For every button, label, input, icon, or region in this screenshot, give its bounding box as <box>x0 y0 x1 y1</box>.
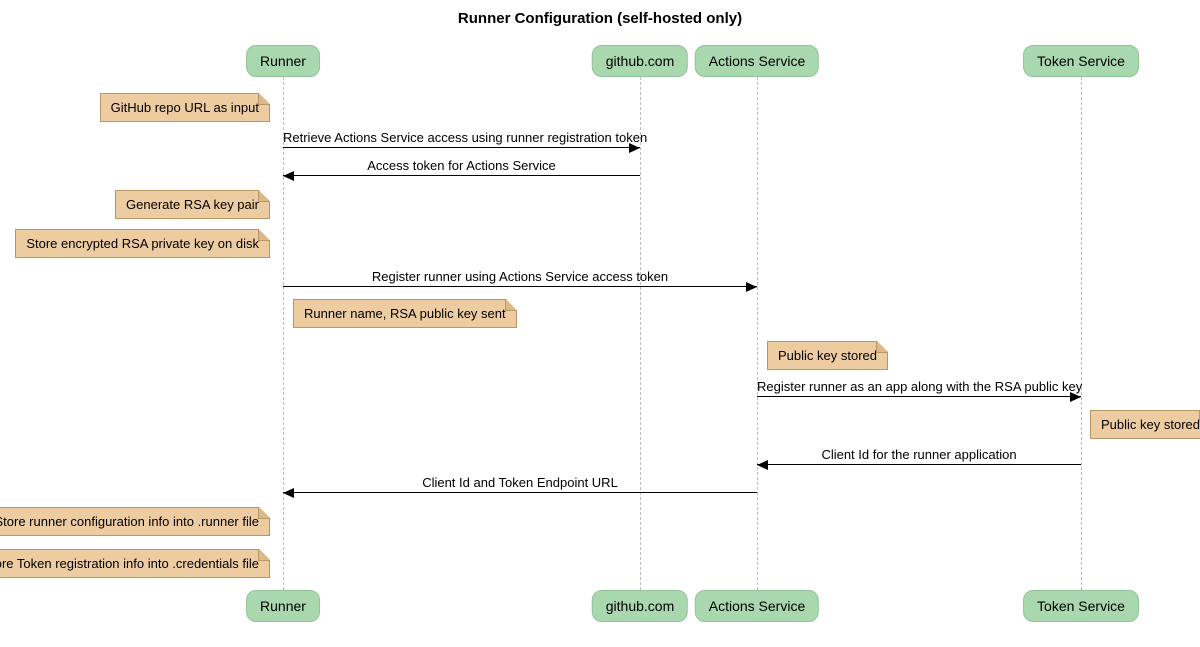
arrowhead-left-icon <box>283 171 294 181</box>
note-generate-rsa: Generate RSA key pair <box>115 190 270 219</box>
lifeline-token-service <box>1081 77 1082 590</box>
participant-actions-service-top: Actions Service <box>694 45 820 77</box>
message-line <box>283 147 640 148</box>
note-store-credentials-file: Store Token registration info into .cred… <box>0 549 270 578</box>
message-line <box>283 492 757 493</box>
participant-runner-top: Runner <box>246 45 320 77</box>
arrowhead-right-icon <box>629 143 640 153</box>
arrowhead-right-icon <box>1070 392 1081 402</box>
note-store-private-key: Store encrypted RSA private key on disk <box>15 229 270 258</box>
message-line <box>757 464 1081 465</box>
message-label-register-app: Register runner as an app along with the… <box>757 379 1083 394</box>
message-line <box>757 396 1081 397</box>
message-line <box>283 175 640 176</box>
message-label-client-id: Client Id for the runner application <box>821 447 1017 462</box>
arrowhead-left-icon <box>757 460 768 470</box>
lifeline-runner <box>283 77 284 590</box>
message-label-register-runner: Register runner using Actions Service ac… <box>371 269 669 284</box>
participant-token-service-bottom: Token Service <box>1023 590 1139 622</box>
note-public-key-stored-token: Public key stored <box>1090 410 1200 439</box>
participant-github-top: github.com <box>591 45 689 77</box>
participant-github-bottom: github.com <box>591 590 689 622</box>
lifeline-github <box>640 77 641 590</box>
note-runner-name-sent: Runner name, RSA public key sent <box>293 299 517 328</box>
note-github-repo-url: GitHub repo URL as input <box>99 93 271 122</box>
note-store-runner-file: Store runner configuration info into .ru… <box>0 507 270 536</box>
participant-runner-bottom: Runner <box>246 590 320 622</box>
message-label-client-id-endpoint: Client Id and Token Endpoint URL <box>422 475 618 490</box>
arrowhead-right-icon <box>746 282 757 292</box>
note-public-key-stored-actions: Public key stored <box>767 341 888 370</box>
diagram-title: Runner Configuration (self-hosted only) <box>457 10 743 27</box>
lifeline-actions-service <box>757 77 758 590</box>
message-label-access-token: Access token for Actions Service <box>367 158 556 173</box>
message-line <box>283 286 757 287</box>
participant-token-service-top: Token Service <box>1023 45 1139 77</box>
arrowhead-left-icon <box>283 488 294 498</box>
participant-actions-service-bottom: Actions Service <box>694 590 820 622</box>
message-label-retrieve-access: Retrieve Actions Service access using ru… <box>283 130 648 145</box>
